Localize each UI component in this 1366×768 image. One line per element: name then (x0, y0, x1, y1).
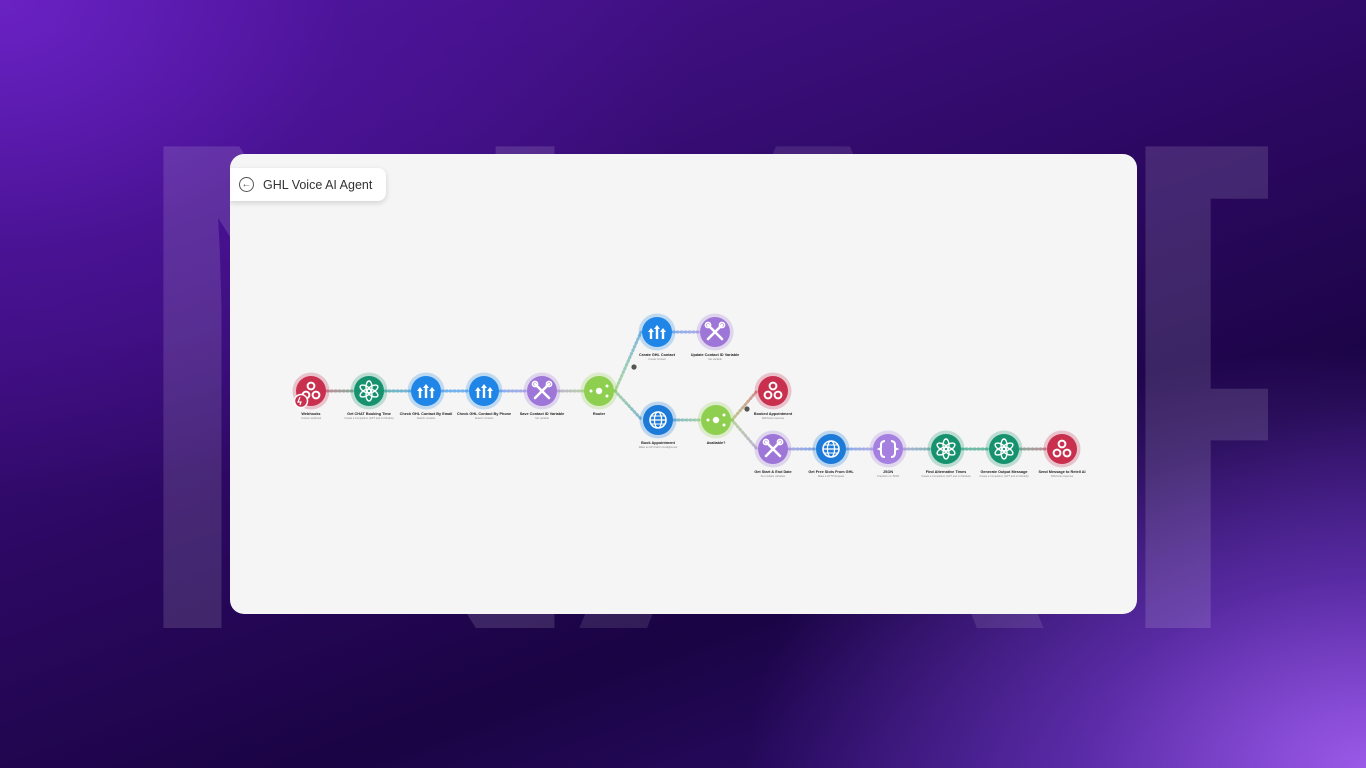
arrow-left-circle-icon[interactable]: ← (239, 177, 254, 192)
connection-available-booked[interactable] (730, 389, 759, 422)
module-label: JSON (883, 470, 894, 474)
module-label: Book Appointment (641, 441, 676, 445)
router-icon (589, 384, 609, 398)
module-label: Get Start & End Date (754, 470, 791, 474)
filter-icon[interactable] (631, 364, 637, 370)
scenario-header: ← GHL Voice AI Agent (230, 168, 387, 201)
tools-icon (704, 321, 726, 341)
module-label: Get Free Slots From GHL (808, 470, 854, 474)
openai-icon (359, 380, 379, 402)
router-icon (706, 413, 726, 427)
module-label: Router (593, 412, 606, 416)
module-label: Generate Output Message (980, 470, 1027, 474)
module-label: Create GHL Contact (639, 353, 676, 357)
module-label: Check GHL Contact By Email (400, 412, 453, 416)
connection-router-book-appt[interactable] (613, 389, 644, 422)
module-sublabel: Search contacts (417, 416, 436, 420)
module-sublabel: Create a Completion (GPT and o1 Models) (921, 474, 970, 478)
module-label: Check GHL Contact By Phone (457, 412, 511, 416)
module-sublabel: Make a HTTP Request (818, 474, 845, 478)
module-sublabel: Create a Completion (GPT and o1 Models) (979, 474, 1028, 478)
ghl-icon (648, 325, 666, 339)
webhook-icon (763, 381, 783, 400)
connection-available-get-start[interactable] (730, 418, 759, 451)
http-icon (649, 411, 667, 429)
openai-icon (994, 438, 1014, 460)
module-sublabel: Webhook response (1051, 474, 1074, 478)
http-icon (822, 440, 840, 458)
module-sublabel: Search contacts (475, 416, 494, 420)
module-sublabel: Set variable (535, 416, 549, 420)
module-sublabel: Set variable (708, 357, 722, 361)
module-label: Find Alternative Times (926, 470, 967, 474)
page-title: GHL Voice AI Agent (263, 177, 373, 192)
module-label: Webhooks (301, 412, 320, 416)
module-sublabel: Set multiple variables (761, 474, 786, 478)
module-label: Update Contact ID Variable (691, 353, 740, 357)
module-label: Save Contact ID Variable (520, 412, 565, 416)
module-sublabel: Transform to JSON (877, 474, 899, 478)
module-sublabel: Create Contact (648, 357, 666, 361)
trigger-clock-icon[interactable] (293, 393, 309, 409)
module-sublabel: Webhook response (762, 416, 785, 420)
ghl-icon (475, 384, 493, 398)
module-label: Send Message to Retell AI (1038, 470, 1085, 474)
connection-router-create-contact[interactable] (613, 330, 643, 393)
tools-icon (531, 380, 553, 400)
module-sublabel: Custom webhook (301, 416, 322, 420)
json-icon (876, 440, 900, 458)
filter-icon[interactable] (744, 406, 750, 412)
module-label: Available? (707, 441, 727, 445)
module-label: Booked Appointment (754, 412, 793, 416)
webhook-icon (1052, 439, 1072, 458)
module-available[interactable]: Available? (697, 401, 735, 446)
module-sublabel: Create a Completion (GPT and o1 Models) (344, 416, 393, 420)
ghl-icon (417, 384, 435, 398)
flow-connections (325, 330, 1048, 451)
openai-icon (936, 438, 956, 460)
tools-icon (762, 438, 784, 458)
module-sublabel: Make an API Call to GoHighLevel (639, 445, 678, 449)
module-label: Get CHAT Booking Time (347, 412, 391, 416)
module-router[interactable]: Router (580, 372, 618, 417)
